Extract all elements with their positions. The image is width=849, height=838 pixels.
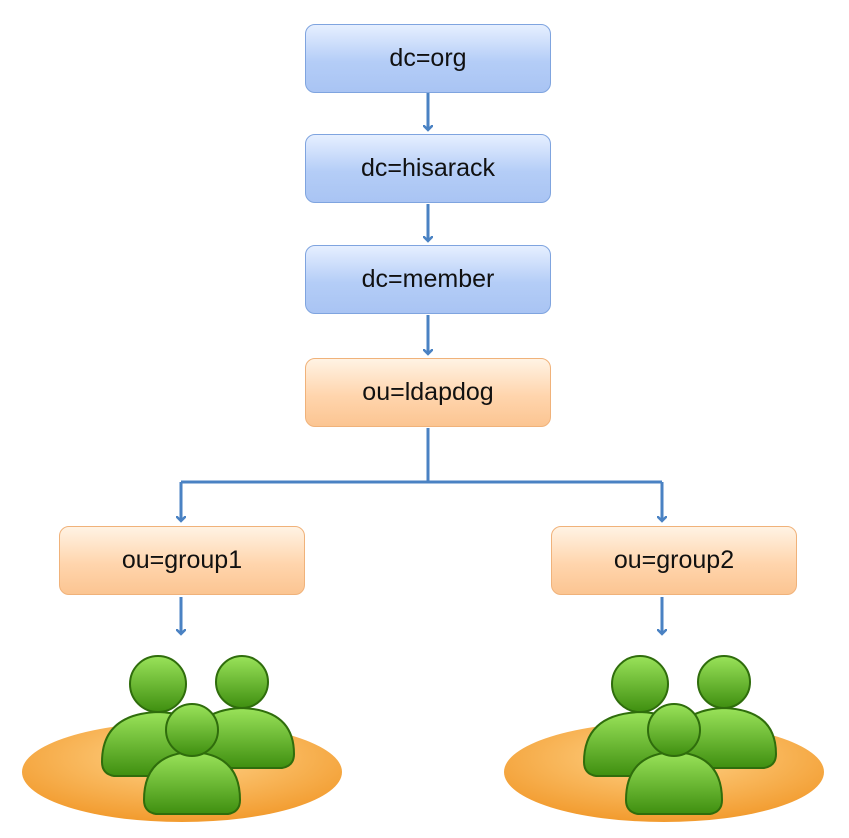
node-ou-group2: ou=group2 xyxy=(551,526,797,595)
node-label: dc=hisarack xyxy=(360,154,496,182)
person-front xyxy=(142,750,242,815)
node-dc-member: dc=member xyxy=(305,245,551,314)
node-ou-ldapdog: ou=ldapdog xyxy=(305,358,551,427)
users-group-icon xyxy=(504,655,824,822)
node-label: dc=org xyxy=(389,44,467,72)
node-dc-org: dc=org xyxy=(305,24,551,93)
node-ou-group1: ou=group1 xyxy=(59,526,305,595)
node-label: dc=member xyxy=(361,265,495,293)
node-dc-hisarack: dc=hisarack xyxy=(305,134,551,203)
node-label: ou=ldapdog xyxy=(362,378,494,406)
node-label: ou=group1 xyxy=(121,546,243,574)
node-label: ou=group2 xyxy=(613,546,735,574)
person-front xyxy=(624,750,724,815)
users-group-icon xyxy=(22,655,342,822)
